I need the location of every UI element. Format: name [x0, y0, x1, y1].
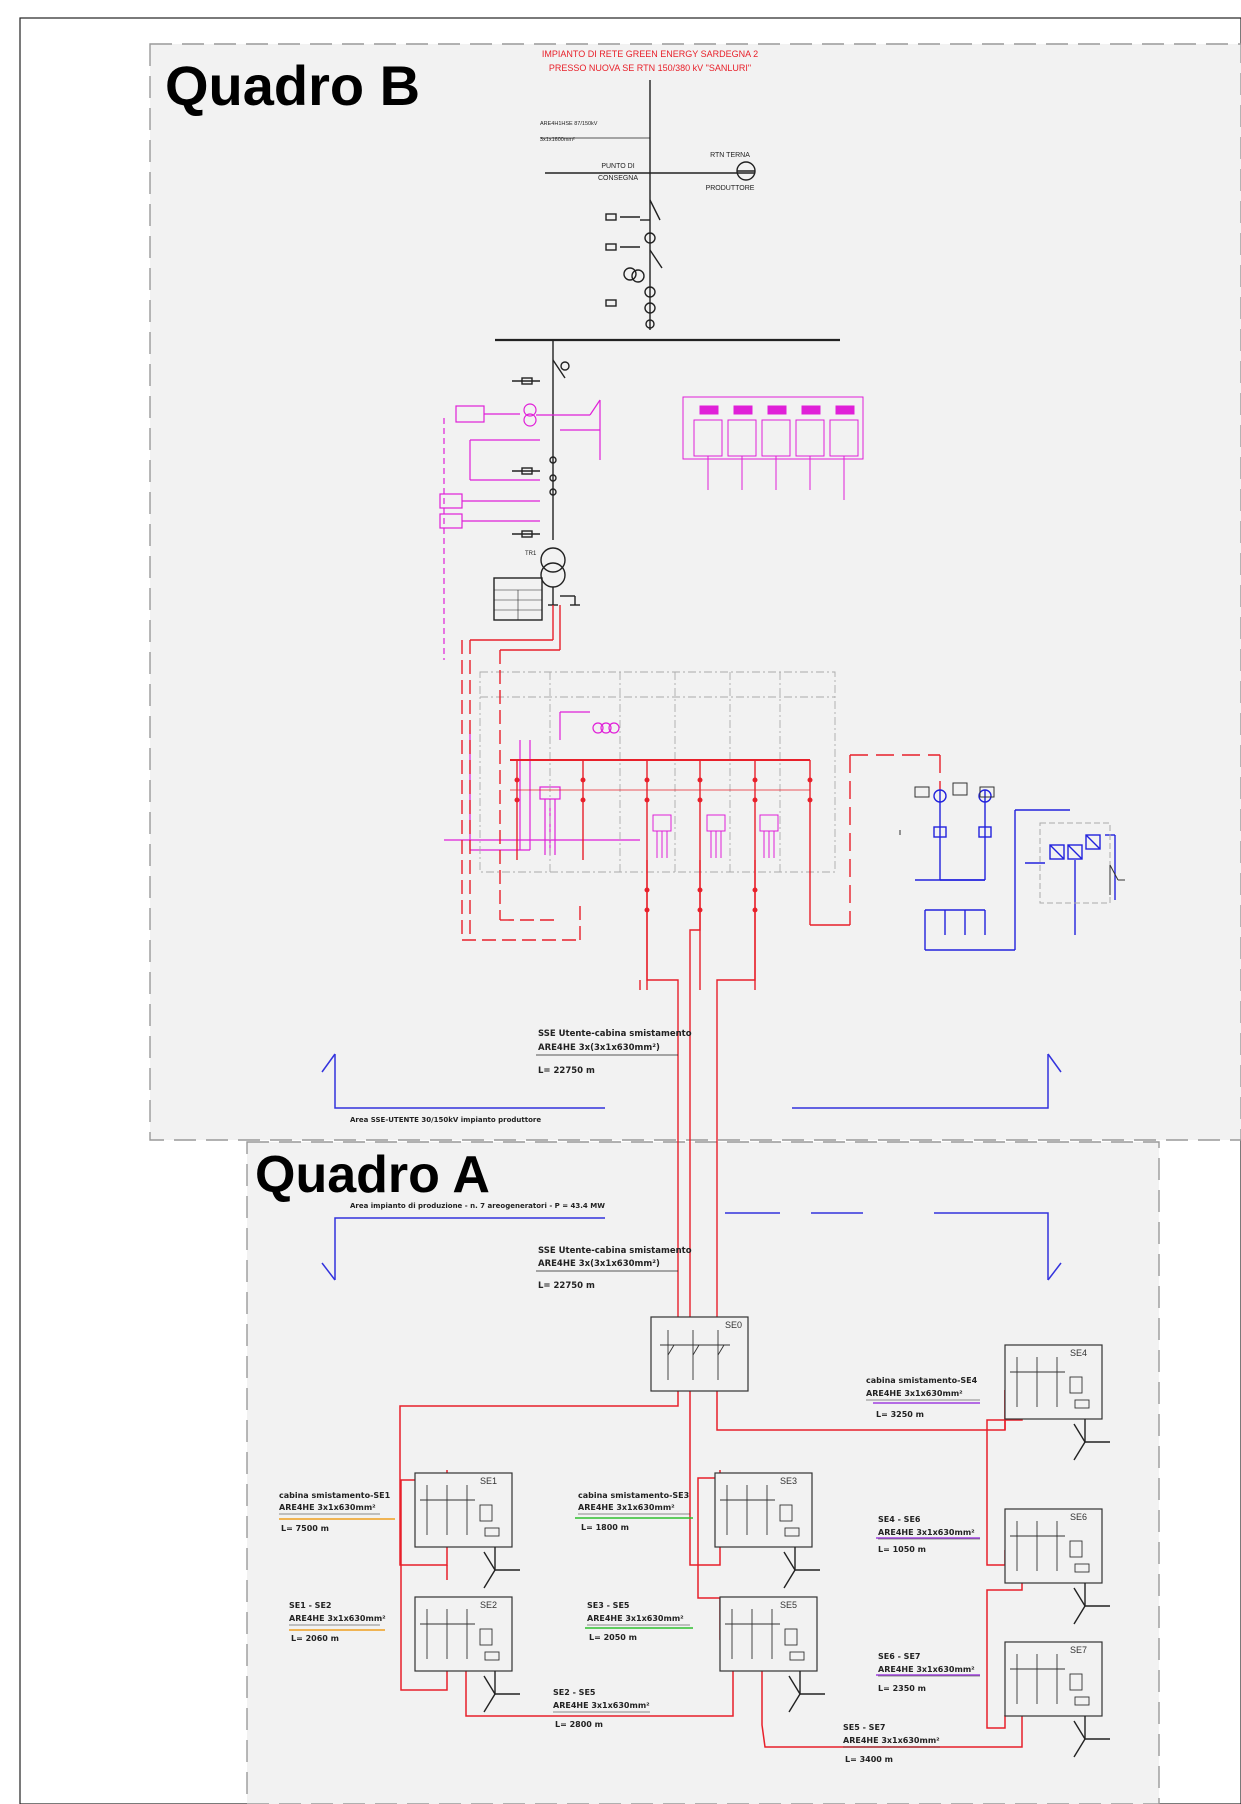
se6-se7-l2: ARE4HE 3x1x630mm² — [878, 1665, 975, 1674]
delivery-point-1: PUNTO DI — [601, 163, 634, 170]
se0-se3-l1: cabina smistamento-SE3 — [578, 1491, 689, 1500]
se1-se2-l1: SE1 - SE2 — [289, 1601, 331, 1610]
se4-se6-l1: SE4 - SE6 — [878, 1515, 921, 1524]
label-arrows — [279, 1402, 980, 1676]
se1-box — [414, 1472, 513, 1548]
svg-text:SSE Utente-cabina smistamento: SSE Utente-cabina smistamento — [538, 1029, 692, 1039]
area-utente-label: Area SSE-UTENTE 30/150kV impianto produt… — [350, 1116, 541, 1124]
se5-se7-l1: SE5 - SE7 — [843, 1723, 885, 1732]
hv-cable-type: ARE4H1HSE 87/150kV — [540, 121, 598, 127]
se0-se1-l3: L= 7500 m — [281, 1524, 329, 1533]
se2-box — [414, 1596, 513, 1672]
wind-turbine-icon — [1073, 1583, 1110, 1625]
se1-label: SE1 — [480, 1476, 497, 1486]
producer-label: PRODUTTORE — [706, 185, 755, 192]
se0-se4-l3: L= 3250 m — [876, 1410, 924, 1419]
substation-internals — [420, 1330, 1090, 1706]
area-produzione-label: Area impianto di produzione - n. 7 areog… — [350, 1202, 605, 1210]
quadro-b-title: Quadro B — [165, 54, 420, 117]
current-transformers — [652, 814, 779, 858]
rtn-terna-label: RTN TERNA — [710, 152, 750, 159]
delivery-point-2: CONSEGNA — [598, 175, 638, 182]
se5-label: SE5 — [780, 1600, 797, 1610]
se0-box — [650, 1316, 749, 1392]
se3-se5-l2: ARE4HE 3x1x630mm² — [587, 1614, 684, 1623]
se4-label: SE4 — [1070, 1348, 1087, 1358]
wind-turbine-icon — [483, 1547, 520, 1589]
svg-text:L= 22750 m: L= 22750 m — [538, 1066, 595, 1076]
header-line-2: PRESSO NUOVA SE RTN 150/380 kV "SANLURI" — [549, 63, 751, 73]
se2-se5-l3: L= 2800 m — [555, 1720, 603, 1729]
se5-se7-l3: L= 3400 m — [845, 1755, 893, 1764]
se2-se5-l2: ARE4HE 3x1x630mm² — [553, 1701, 650, 1710]
substations — [414, 1316, 1103, 1717]
quadro-a-title: Quadro A — [255, 1146, 490, 1204]
hv-cable-section: 3x1x1600mm² — [540, 137, 575, 143]
se0-se4-l1: cabina smistamento-SE4 — [866, 1376, 978, 1385]
b-main-link-label: SSE Utente-cabina smistamento ARE4HE 3x(… — [536, 1029, 692, 1076]
svg-text:ARE4HE 3x(3x1x630mm²): ARE4HE 3x(3x1x630mm²) — [538, 1259, 660, 1269]
auxiliary-panels — [682, 396, 864, 500]
auxiliary-services — [915, 789, 1116, 951]
header-line-1: IMPIANTO DI RETE GREEN ENERGY SARDEGNA 2 — [542, 49, 758, 59]
se6-se7-l1: SE6 - SE7 — [878, 1652, 920, 1661]
wind-turbine-icon — [1073, 1716, 1110, 1758]
se0-se3-l3: L= 1800 m — [581, 1523, 629, 1532]
svg-text:L= 22750 m: L= 22750 m — [538, 1281, 595, 1291]
se6-se7-l3: L= 2350 m — [878, 1684, 926, 1693]
se6-label: SE6 — [1070, 1512, 1087, 1522]
se7-label: SE7 — [1070, 1645, 1087, 1655]
se2-label: SE2 — [480, 1600, 497, 1610]
station-labels: SE0 SE1 SE2 SE3 SE4 SE5 SE6 SE7 — [480, 1320, 1087, 1655]
se3-box — [714, 1472, 813, 1548]
a-main-link-label: SSE Utente-cabina smistamento ARE4HE 3x(… — [536, 1246, 692, 1291]
svg-text:ARE4HE 3x(3x1x630mm²): ARE4HE 3x(3x1x630mm²) — [538, 1043, 660, 1053]
se4-se6-l3: L= 1050 m — [878, 1545, 926, 1554]
tr1-label: TR1 — [525, 551, 537, 557]
se0-se3-l2: ARE4HE 3x1x630mm² — [578, 1503, 675, 1512]
se4-box — [1004, 1344, 1103, 1420]
wind-turbine-icons — [483, 1419, 1110, 1758]
se0-se1-l2: ARE4HE 3x1x630mm² — [279, 1503, 376, 1512]
se3-se5-l3: L= 2050 m — [589, 1633, 637, 1642]
se5-box — [719, 1596, 818, 1672]
se3-label: SE3 — [780, 1476, 797, 1486]
se5-se7-l2: ARE4HE 3x1x630mm² — [843, 1736, 940, 1745]
mv-switchgear — [479, 671, 836, 873]
area-boundaries — [321, 1053, 1062, 1281]
wind-turbine-icon — [483, 1671, 520, 1713]
link-labels: cabina smistamento-SE1 ARE4HE 3x1x630mm²… — [279, 1376, 978, 1764]
quadro-b-panel — [149, 43, 1241, 1141]
wind-turbine-icon — [783, 1547, 820, 1589]
link-label-underlines — [279, 1399, 980, 1748]
se3-se5-l1: SE3 - SE5 — [587, 1601, 630, 1610]
se0-label: SE0 — [725, 1320, 742, 1330]
svg-text:SSE Utente-cabina smistamento: SSE Utente-cabina smistamento — [538, 1246, 692, 1256]
wind-turbine-icon — [1073, 1419, 1110, 1461]
se6-box — [1004, 1508, 1103, 1584]
hv-section — [493, 80, 840, 621]
se7-box — [1004, 1641, 1103, 1717]
se1-se2-l2: ARE4HE 3x1x630mm² — [289, 1614, 386, 1623]
se0-se1-l1: cabina smistamento-SE1 — [279, 1491, 391, 1500]
se2-se5-l1: SE2 - SE5 — [553, 1688, 596, 1697]
se1-se2-l3: L= 2060 m — [291, 1634, 339, 1643]
auxiliary-grey-elements — [899, 782, 1125, 904]
se0-se4-l2: ARE4HE 3x1x630mm² — [866, 1389, 963, 1398]
se4-se6-l2: ARE4HE 3x1x630mm² — [878, 1528, 975, 1537]
wind-turbine-icon — [788, 1671, 825, 1713]
mv-breakers — [514, 777, 813, 913]
